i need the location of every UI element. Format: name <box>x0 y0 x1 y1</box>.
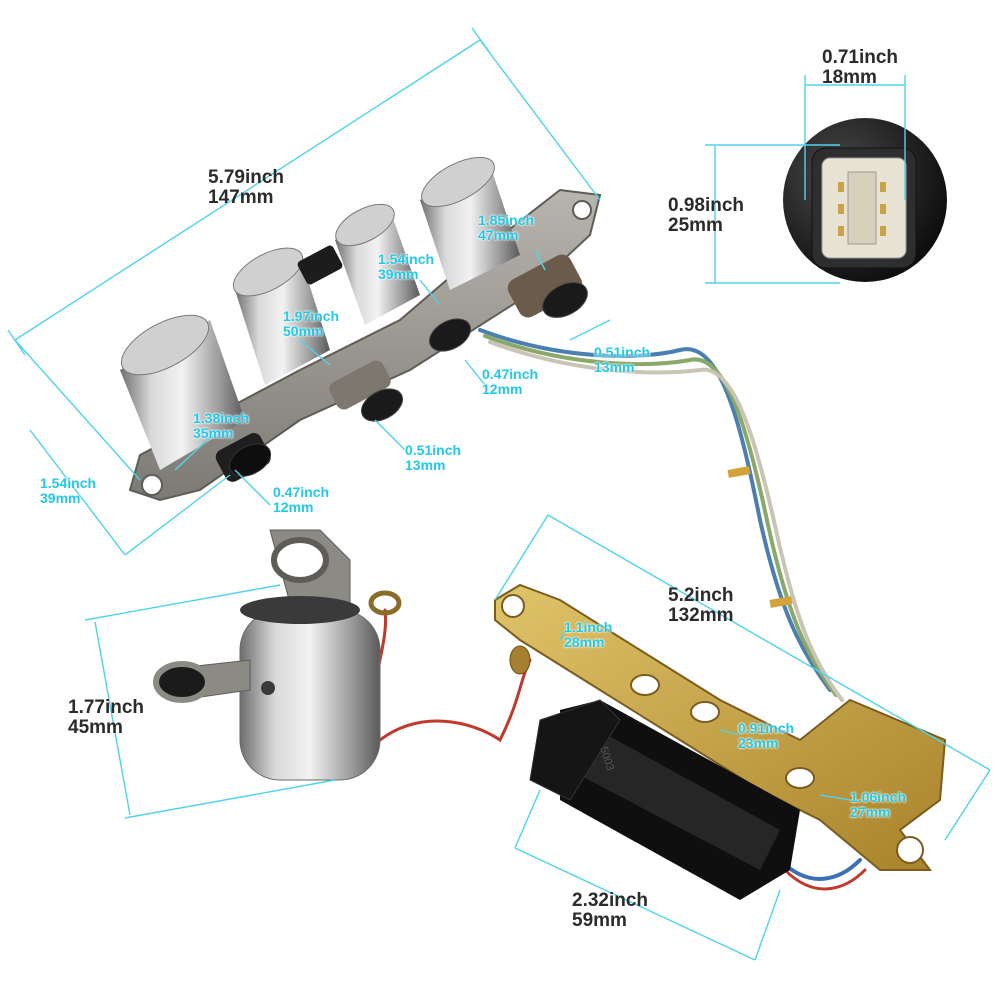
dim-mm: 13mm <box>405 456 446 473</box>
dim-inch: 1.54inch <box>40 475 97 491</box>
solenoid-c <box>335 203 472 352</box>
wire-harness <box>371 328 867 891</box>
dim-inch: 0.71inch <box>822 47 899 68</box>
dim-connector-width: 0.71inch 18mm <box>822 48 898 88</box>
dim-harness-length: 5.79inch 147mm <box>208 168 284 208</box>
dim-mm: 45mm <box>68 716 123 738</box>
dim-inch: 1.1inch <box>564 619 613 635</box>
dim-mm: 35mm <box>193 424 234 441</box>
dim-inch: 0.51inch <box>594 344 651 360</box>
dim-solenoid-a-diameter: 1.38inch 35mm <box>193 411 249 440</box>
brass-bracket <box>494 583 947 871</box>
dim-mm: 18mm <box>822 66 877 88</box>
ring-terminal <box>368 590 402 616</box>
dim-inch: 1.38inch <box>193 410 250 426</box>
dim-inch: 1.97inch <box>283 308 340 324</box>
dim-solenoid-d-tip: 0.51inch 13mm <box>594 345 650 374</box>
dim-mm: 25mm <box>668 214 723 236</box>
dim-inch: 0.51inch <box>405 442 462 458</box>
solenoid-a <box>120 314 272 482</box>
single-solenoid <box>153 529 402 781</box>
dim-bracket-hole-a: 1.1inch 28mm <box>564 620 612 649</box>
dim-mm: 12mm <box>273 498 314 515</box>
solenoid-d <box>420 156 588 318</box>
dim-mm: 39mm <box>378 265 419 282</box>
dim-inch: 0.47inch <box>482 366 539 382</box>
solenoid-b <box>232 245 404 422</box>
dim-solenoid-a-tip: 0.47inch 12mm <box>273 485 329 514</box>
dim-connector-height: 0.98inch 25mm <box>668 196 744 236</box>
dim-mm: 27mm <box>850 803 891 820</box>
dim-inch: 0.91inch <box>738 720 795 736</box>
dim-mm: 132mm <box>668 604 734 626</box>
dim-bracket-hole-c: 1.06inch 27mm <box>850 790 906 819</box>
dim-solenoid-c-tip: 0.47inch 12mm <box>482 367 538 396</box>
dim-inch: 5.2inch <box>668 585 734 606</box>
dim-mm: 28mm <box>564 633 605 650</box>
dim-inch: 1.85inch <box>478 212 535 228</box>
dim-single-solenoid-height: 1.77inch 45mm <box>68 698 144 738</box>
dimension-lines <box>7 27 991 961</box>
dim-sensor-length: 2.32inch 59mm <box>572 891 648 931</box>
dim-inch: 5.79inch <box>208 167 285 188</box>
dim-solenoid-d-diameter: 1.85inch 47mm <box>478 213 534 242</box>
dim-mm: 13mm <box>594 358 635 375</box>
dim-mm: 59mm <box>572 909 627 931</box>
dim-solenoid-b-tip: 0.51inch 13mm <box>405 443 461 472</box>
dim-mm: 50mm <box>283 322 324 339</box>
dim-mm: 12mm <box>482 380 523 397</box>
round-connector <box>783 118 947 282</box>
dim-solenoid-a-height: 1.54inch 39mm <box>40 476 96 505</box>
dim-mm: 23mm <box>738 734 779 751</box>
dim-bracket-hole-b: 0.91inch 23mm <box>738 721 794 750</box>
dim-inch: 1.77inch <box>68 697 145 718</box>
dim-bracket-length: 5.2inch 132mm <box>668 586 734 626</box>
dim-inch: 0.98inch <box>668 195 745 216</box>
dim-inch: 1.54inch <box>378 251 435 267</box>
solenoid-pack <box>120 156 602 502</box>
dim-mm: 39mm <box>40 489 81 506</box>
dim-inch: 2.32inch <box>572 890 649 911</box>
dim-solenoid-b-diameter: 1.97inch 50mm <box>283 309 339 338</box>
dim-mm: 147mm <box>208 186 274 208</box>
dim-solenoid-c-diameter: 1.54inch 39mm <box>378 252 434 281</box>
dim-inch: 0.47inch <box>273 484 330 500</box>
speed-sensor: 5003 <box>529 699 800 900</box>
dim-inch: 1.06inch <box>850 789 907 805</box>
dim-mm: 47mm <box>478 226 519 243</box>
